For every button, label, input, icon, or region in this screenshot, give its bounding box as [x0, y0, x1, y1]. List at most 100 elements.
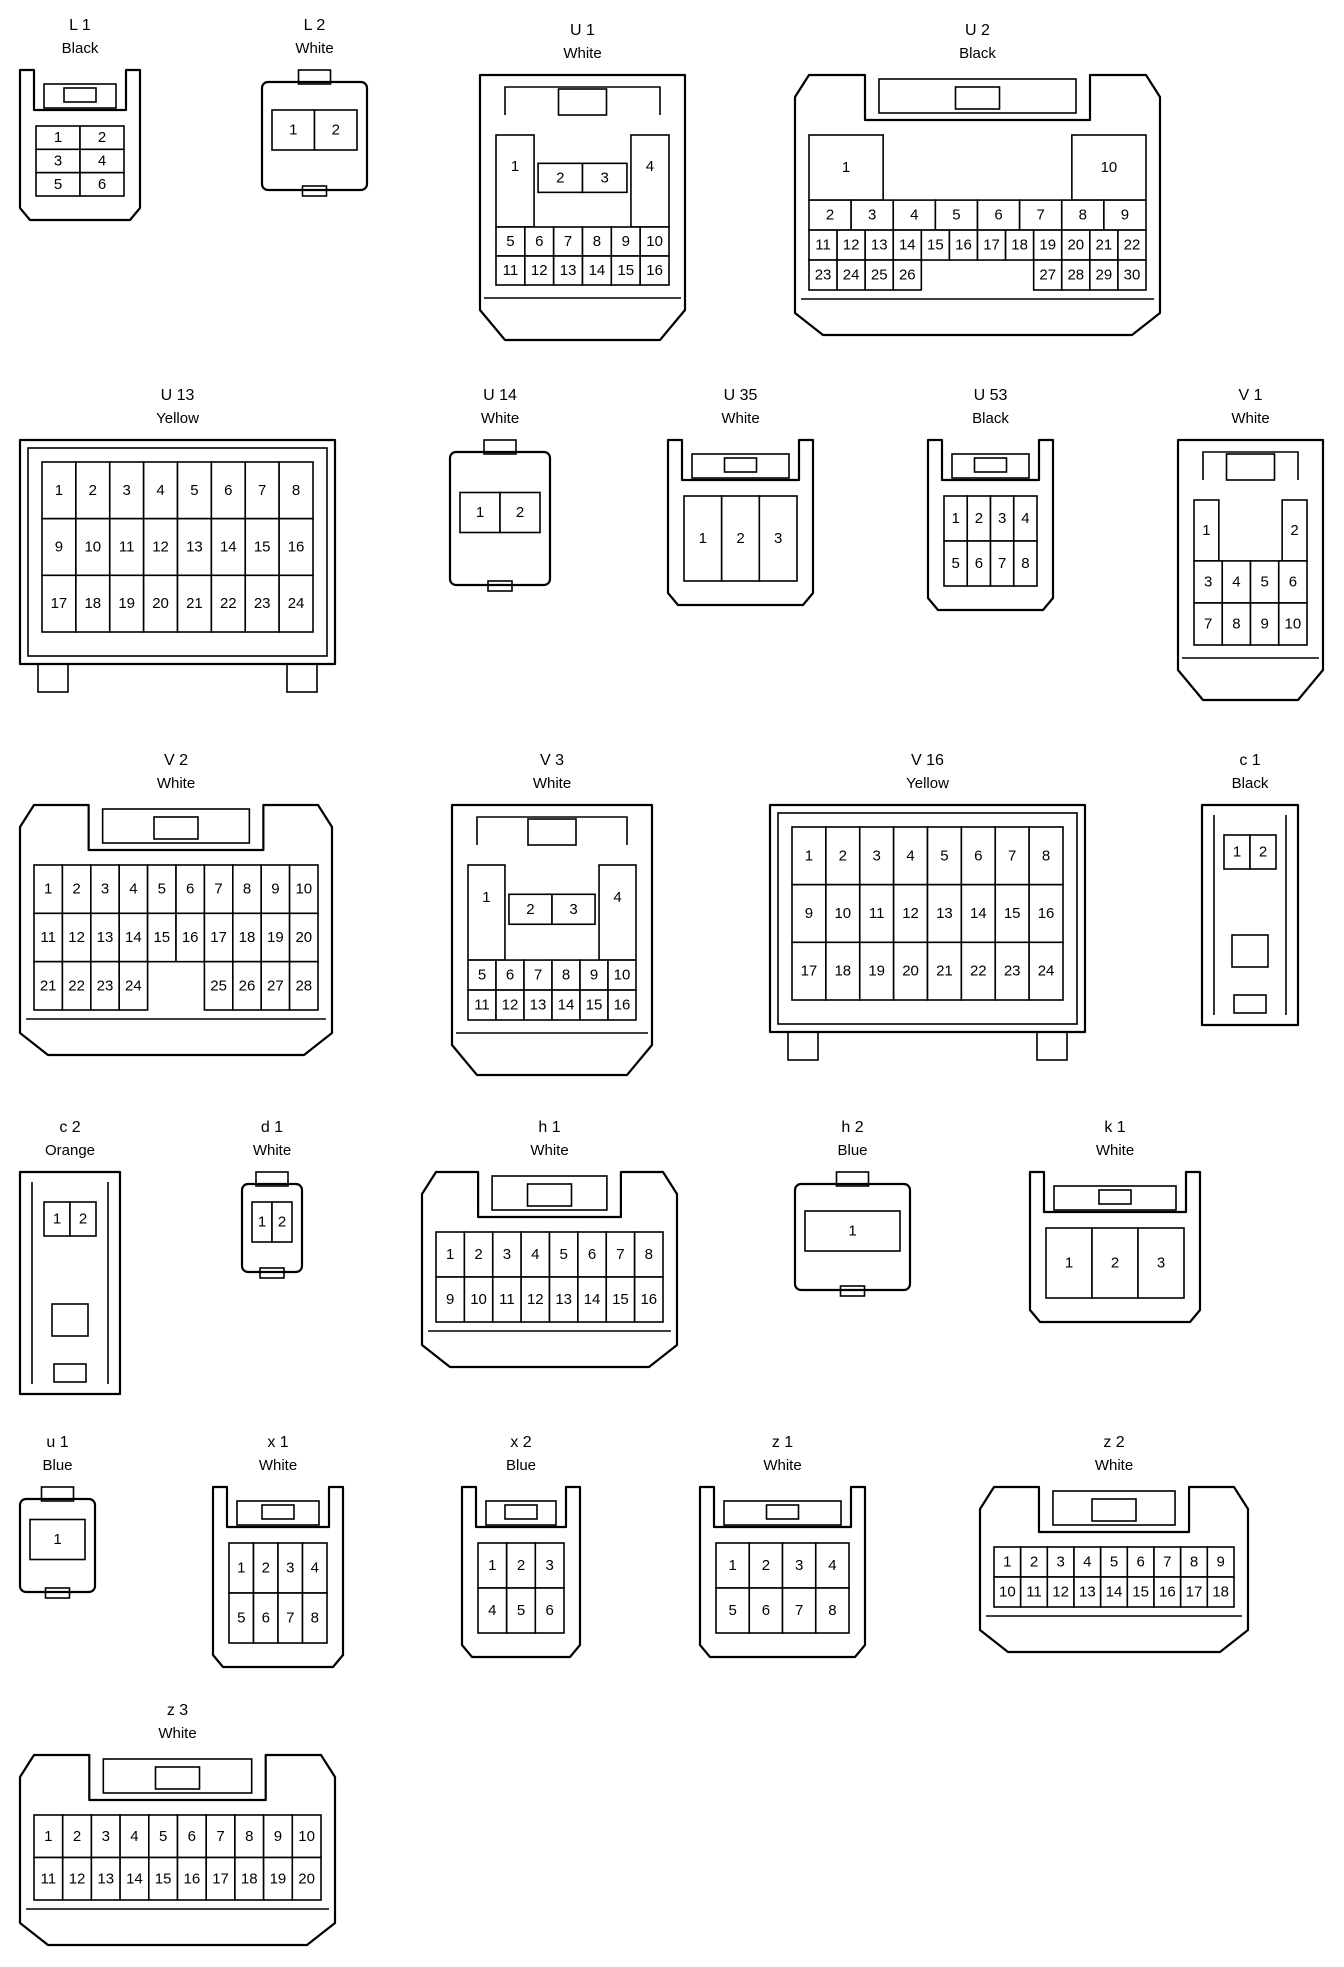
pin-label: 8 [292, 482, 300, 499]
connector-color-label: Blue [506, 1457, 536, 1474]
pin-label: 1 [951, 510, 959, 527]
pin-label: 13 [97, 929, 114, 946]
pin-label: 11 [503, 262, 519, 279]
pin-cell [1032, 259, 1063, 291]
pin-cell [495, 226, 526, 257]
pin-label: 2 [516, 504, 524, 521]
connector-color-label: Black [959, 45, 996, 62]
pin-label: 7 [258, 482, 266, 499]
pin-label: 2 [474, 1246, 482, 1263]
pin-label: 10 [646, 233, 663, 250]
pin-label: 18 [241, 1870, 258, 1887]
pin-cell [176, 461, 213, 520]
pin-cell [1028, 941, 1064, 1001]
pin-label: 10 [84, 539, 101, 556]
pin-cell [926, 941, 963, 1001]
pin-label: 5 [1110, 1554, 1118, 1571]
pin-cell [1028, 826, 1064, 886]
pin-label: 15 [617, 262, 634, 279]
pin-label: 7 [214, 881, 222, 898]
pin-label: 10 [295, 881, 312, 898]
connector-id-label: V 3 [540, 752, 564, 769]
pin-cell [836, 259, 866, 291]
pin-label: 2 [98, 129, 106, 146]
pin-label: 2 [556, 169, 564, 186]
pin-label: 22 [68, 977, 85, 994]
pin-cell [61, 960, 92, 1011]
pin-label: 1 [728, 1557, 736, 1574]
pin-label: 12 [531, 262, 548, 279]
pin-cell [203, 864, 234, 915]
pin-label: 23 [815, 267, 832, 284]
pin-cell [1277, 602, 1308, 646]
pin-cell [203, 912, 234, 963]
pin-label: 8 [245, 1828, 253, 1845]
pin-cell [210, 461, 247, 520]
pin-label: 6 [186, 881, 194, 898]
pin-cell [1249, 560, 1280, 604]
pin-label: 6 [506, 967, 514, 984]
pin-label: 14 [899, 237, 916, 254]
pin-label: 4 [129, 881, 137, 898]
pin-cell [808, 199, 852, 231]
pin-label: 2 [73, 1828, 81, 1845]
pin-label: 30 [1124, 267, 1141, 284]
pin-label: 18 [1212, 1584, 1229, 1601]
pin-label: 3 [873, 847, 881, 864]
pin-label: 6 [1136, 1554, 1144, 1571]
pin-cell [850, 199, 895, 231]
pin-cell [271, 109, 316, 151]
pin-label: 8 [1079, 207, 1087, 224]
connector-color-label: White [295, 40, 333, 57]
pin-cell [1073, 1546, 1102, 1578]
pin-label: 15 [1004, 905, 1021, 922]
pin-label: 5 [159, 1828, 167, 1845]
pin-cell [232, 960, 263, 1011]
pin-cell [495, 255, 526, 286]
pin-label: 24 [125, 977, 142, 994]
pin-label: 26 [239, 977, 256, 994]
pin-label: 12 [502, 997, 519, 1014]
connector-id-label: V 2 [164, 752, 188, 769]
pin-label: 9 [446, 1291, 454, 1308]
pin-label: 14 [126, 1870, 143, 1887]
pin-label: 17 [1186, 1584, 1203, 1601]
pin-label: 1 [289, 122, 297, 139]
pin-label: 4 [531, 1246, 539, 1263]
pin-cell [858, 826, 895, 886]
pin-label: 2 [736, 530, 744, 547]
pin-cell [976, 229, 1007, 261]
pin-cell [630, 134, 670, 228]
pin-label: 4 [156, 482, 164, 499]
pin-cell [825, 883, 861, 944]
pin-cell [119, 1856, 150, 1901]
connector-id-label: U 1 [570, 22, 595, 39]
pin-cell [278, 461, 314, 520]
pin-label: 3 [1056, 1554, 1064, 1571]
pin-label: 1 [805, 847, 813, 864]
pin-cell [33, 1856, 64, 1901]
pin-label: 6 [974, 847, 982, 864]
pin-label: 24 [843, 267, 860, 284]
pin-label: 11 [119, 539, 135, 556]
connector-id-label: U 53 [974, 387, 1008, 404]
pin-label: 10 [1101, 159, 1118, 176]
pin-label: 1 [1202, 522, 1210, 539]
pin-label: 3 [868, 207, 876, 224]
pin-cell [1089, 229, 1119, 261]
pin-cell [301, 1592, 328, 1644]
pin-label: 3 [102, 1828, 110, 1845]
pin-label: 13 [1079, 1584, 1096, 1601]
pin-label: 11 [474, 997, 490, 1014]
pin-label: 14 [1106, 1584, 1123, 1601]
pin-label: 7 [534, 967, 542, 984]
pin-label: 2 [762, 1557, 770, 1574]
